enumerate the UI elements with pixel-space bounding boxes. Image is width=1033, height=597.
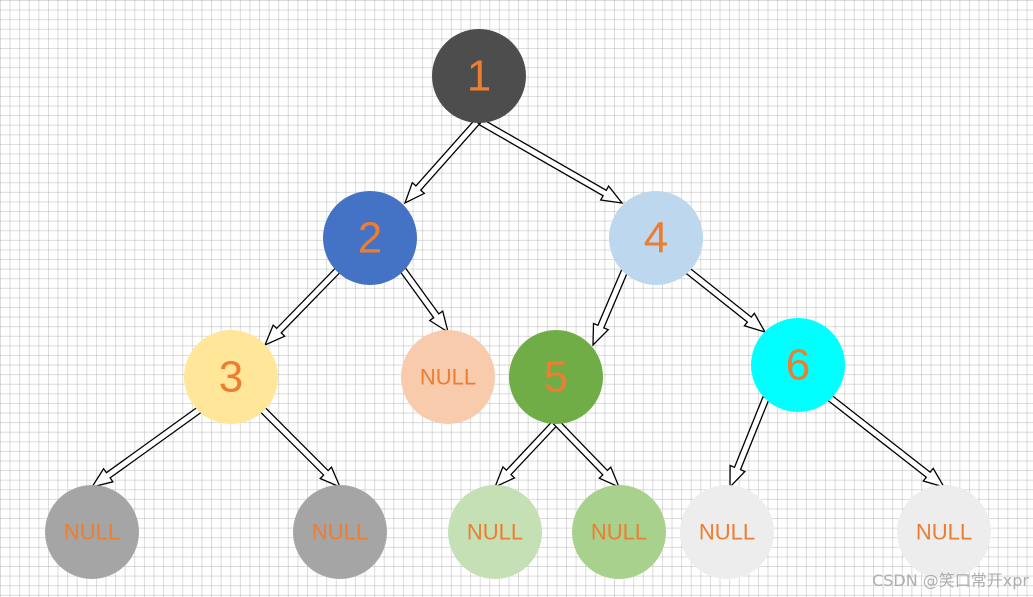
- node-null-right-of-6: NULL: [897, 485, 991, 579]
- node-2: 2: [323, 191, 417, 285]
- edge-3-null-r: [259, 406, 342, 489]
- node-6-circle: [751, 318, 845, 412]
- node-null-right-of-5-label: NULL: [591, 520, 647, 545]
- node-null-right-of-3-label: NULL: [312, 520, 368, 545]
- node-null-left-of-6-label: NULL: [699, 520, 755, 545]
- edge-4-5: [592, 267, 629, 347]
- node-3-label: 3: [219, 353, 243, 402]
- node-null-right-of-2-label: NULL: [420, 365, 476, 390]
- edge-5-null-l: [493, 418, 560, 489]
- node-4-circle: [609, 191, 703, 285]
- edge-3-null-l: [90, 406, 202, 489]
- node-1: 1: [432, 29, 526, 123]
- edges: [90, 118, 946, 489]
- edge-2-null: [399, 267, 450, 334]
- node-3-circle: [184, 330, 278, 424]
- node-null-left-of-6-circle: [680, 485, 774, 579]
- node-2-label: 2: [358, 214, 382, 263]
- node-3: 3: [184, 330, 278, 424]
- node-null-left-of-5-circle: [448, 485, 542, 579]
- node-null-left-of-5: NULL: [448, 485, 542, 579]
- node-null-right-of-3: NULL: [293, 485, 387, 579]
- edge-1-4: [478, 118, 624, 204]
- edge-1-2: [403, 118, 481, 205]
- node-6: 6: [751, 318, 845, 412]
- edge-6-null-l: [729, 395, 770, 489]
- node-null-left-of-3-label: NULL: [64, 520, 120, 545]
- node-4: 4: [609, 191, 703, 285]
- node-null-right-of-3-circle: [293, 485, 387, 579]
- edge-6-null-r: [827, 394, 946, 489]
- node-1-circle: [432, 29, 526, 123]
- node-null-right-of-5-circle: [572, 485, 666, 579]
- node-null-left-of-3-circle: [45, 485, 139, 579]
- node-4-label: 4: [644, 214, 668, 263]
- watermark: CSDN @笑口常开xpr: [872, 571, 1029, 590]
- edge-4-6: [684, 266, 767, 334]
- node-null-right-of-6-circle: [897, 485, 991, 579]
- node-null-right-of-2-circle: [401, 330, 495, 424]
- node-1-label: 1: [467, 52, 491, 101]
- node-6-label: 6: [786, 341, 810, 390]
- node-null-right-of-6-label: NULL: [916, 520, 972, 545]
- node-5-label: 5: [544, 353, 568, 402]
- node-null-right-of-2: NULL: [401, 330, 495, 424]
- node-5: 5: [509, 330, 603, 424]
- node-null-left-of-3: NULL: [45, 485, 139, 579]
- edge-2-3: [263, 266, 342, 347]
- node-5-circle: [509, 330, 603, 424]
- node-null-left-of-6: NULL: [680, 485, 774, 579]
- edge-5-null-r: [552, 418, 621, 489]
- node-2-circle: [323, 191, 417, 285]
- node-null-right-of-5: NULL: [572, 485, 666, 579]
- node-null-left-of-5-label: NULL: [467, 520, 523, 545]
